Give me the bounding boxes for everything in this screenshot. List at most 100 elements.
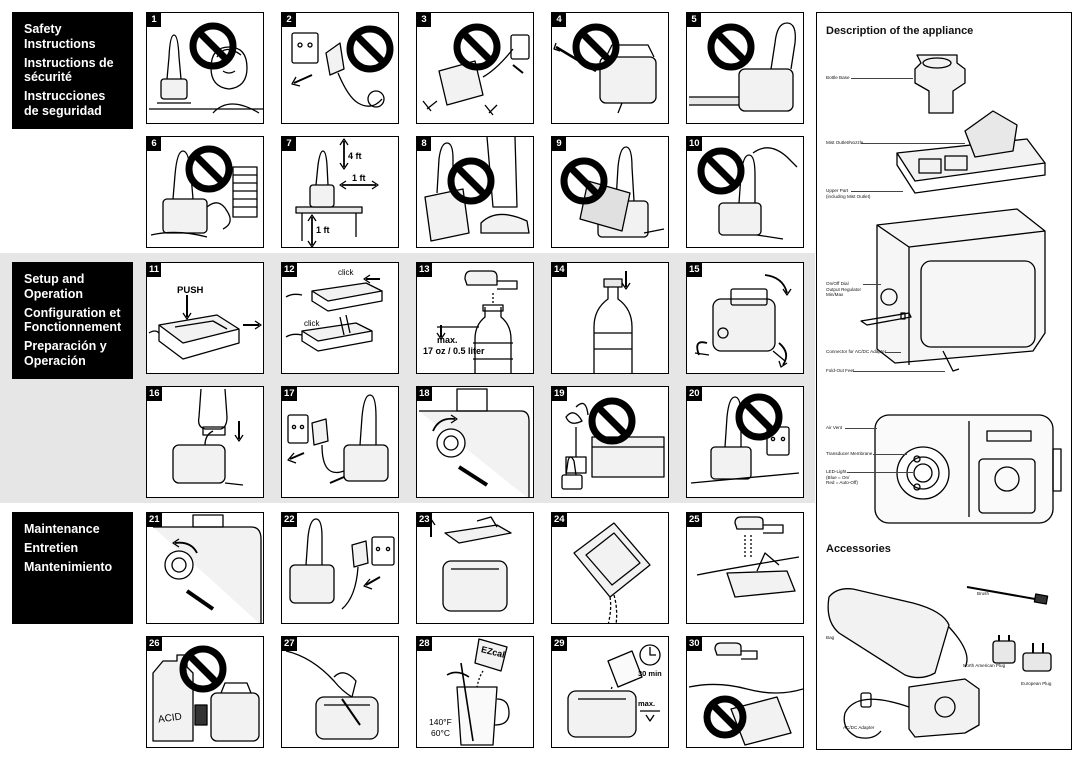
empty-water-illustration — [573, 522, 651, 623]
panel-number: 12 — [282, 263, 297, 277]
falling-device-illustration — [422, 23, 530, 116]
max-fill-label: max. — [437, 335, 458, 345]
instruction-panel: 22 — [281, 512, 399, 624]
prohibited-sign-icon — [346, 25, 394, 73]
prohibited-sign-icon — [735, 393, 783, 441]
panel-number: 15 — [687, 263, 702, 277]
do-not-move-when-full-illustration — [697, 147, 798, 240]
instruction-panel: 4 — [551, 12, 669, 124]
leader-line — [847, 472, 913, 473]
panel-number: 25 — [687, 513, 702, 527]
no-screwdriver-illustration — [553, 23, 657, 114]
clearance-height-label: 4 ft — [348, 151, 362, 161]
instruction-panel: 17 — [281, 386, 399, 498]
instruction-panel: 24 — [551, 512, 669, 624]
turn-on-dial-illustration — [419, 388, 530, 497]
prohibited-sign-icon — [453, 23, 501, 71]
description-title: Description of the appliance — [826, 25, 974, 37]
panel-number: 7 — [282, 137, 296, 151]
temperature-c-label: 60°C — [431, 728, 450, 738]
upper-part-label: Upper Part (including Mist Outlet) — [826, 188, 871, 199]
child-near-device-illustration — [149, 22, 263, 114]
panel-number: 4 — [552, 13, 566, 27]
instruction-panel: 20 — [686, 386, 804, 498]
leader-line — [853, 371, 945, 372]
not-near-outlet-illustration — [690, 393, 800, 484]
instruction-panel: 21 — [146, 512, 264, 624]
screw-on-bottle-base-illustration — [593, 271, 633, 373]
clearance-floor-label: 1 ft — [316, 225, 330, 235]
panel-number: 28 — [417, 637, 432, 651]
do-not-cover-illustration — [560, 146, 665, 238]
leader-line — [845, 428, 877, 429]
prohibited-sign-icon — [447, 157, 495, 205]
panel-number: 11 — [147, 263, 162, 277]
panel-number: 27 — [282, 637, 297, 651]
brush-label: Brush — [977, 591, 990, 596]
air-vent-label: Air Vent — [826, 425, 843, 430]
appliance-parts-illustration — [827, 54, 1062, 739]
device-on-edge-illustration — [689, 22, 796, 112]
instruction-panel: PUSH 11 — [146, 262, 264, 374]
clean-membrane-illustration — [285, 650, 379, 740]
bottle-volume-label: 17 oz / 0.5 liter — [423, 346, 485, 356]
ac-dc-adapter-label: AC/DC Adapter — [843, 725, 875, 730]
panel-number: 8 — [417, 137, 431, 151]
connector-label: Connector for AC/DC Adapter — [826, 349, 887, 354]
instruction-panel: 1 — [146, 12, 264, 124]
pour-descaler-illustration — [567, 644, 661, 738]
turn-off-dial-illustration — [153, 514, 262, 623]
panel-number: 21 — [147, 513, 162, 527]
soak-time-label: 30 min — [638, 669, 662, 678]
clearance-side-label: 1 ft — [352, 173, 366, 183]
do-not-immerse-illustration — [688, 642, 803, 746]
instruction-panel: 30 — [686, 636, 804, 748]
instruction-panel: 19 — [551, 386, 669, 498]
setup-section-label: Setup and Operation Configuration et Fon… — [12, 262, 133, 379]
wet-surfaces-illustration — [150, 145, 258, 238]
instruction-panel: 10 — [686, 136, 804, 248]
panel-number: 6 — [147, 137, 161, 151]
instruction-panel: 30 min max. 29 — [551, 636, 669, 748]
instruction-panel: 8 — [416, 136, 534, 248]
push-label: PUSH — [177, 285, 204, 296]
on-off-dial-label: On/Off Dial Output Regulator Min/Max — [826, 281, 861, 298]
panel-number: 22 — [282, 513, 297, 527]
accessories-title: Accessories — [826, 543, 891, 555]
clearance-distances-illustration — [295, 138, 379, 247]
leader-line — [851, 191, 903, 192]
unplug-adapter-illustration — [291, 25, 394, 108]
transducer-membrane-label: Transducer Membrane — [826, 451, 873, 456]
click-label: click — [338, 268, 354, 277]
panel-number: 24 — [552, 513, 567, 527]
temperature-f-label: 140°F — [429, 717, 452, 727]
prohibited-sign-icon — [697, 147, 745, 195]
panel-number: 29 — [552, 637, 567, 651]
maintenance-section-label: Maintenance Entretien Mantenimiento — [12, 512, 133, 624]
instruction-panel: 2 — [281, 12, 399, 124]
prohibited-sign-icon — [572, 23, 620, 71]
mist-outlet-label: Mist Outlet/Nozzle — [826, 140, 864, 145]
panel-number: 19 — [552, 387, 567, 401]
instruction-panel: 6 — [146, 136, 264, 248]
safety-section-label: Safety Instructions Instructions de sécu… — [12, 12, 133, 129]
bag-label: Bag — [826, 635, 835, 640]
panel-number: 2 — [282, 13, 296, 27]
prohibited-sign-icon — [185, 145, 233, 193]
instruction-panel: 9 — [551, 136, 669, 248]
instruction-panel: 15 — [686, 262, 804, 374]
leader-line — [873, 454, 907, 455]
unplug-power-illustration — [289, 518, 395, 610]
do-not-place-on-floor-illustration — [424, 137, 530, 242]
rinse-under-tap-illustration — [696, 516, 800, 598]
leader-line — [851, 78, 913, 79]
panel-number: 26 — [147, 637, 162, 651]
prohibited-sign-icon — [703, 695, 747, 739]
instruction-panel: 4 ft 1 ft 1 ft 7 — [281, 136, 399, 248]
led-light-label: LED-Light (Blue = On/ Red = Auto-Off) — [826, 469, 858, 486]
prohibited-sign-icon — [179, 645, 227, 693]
panel-number: 1 — [147, 13, 161, 27]
instruction-panel: 27 — [281, 636, 399, 748]
lift-off-top-illustration — [426, 516, 512, 612]
north-american-plug-label: North American Plug — [963, 663, 1006, 668]
